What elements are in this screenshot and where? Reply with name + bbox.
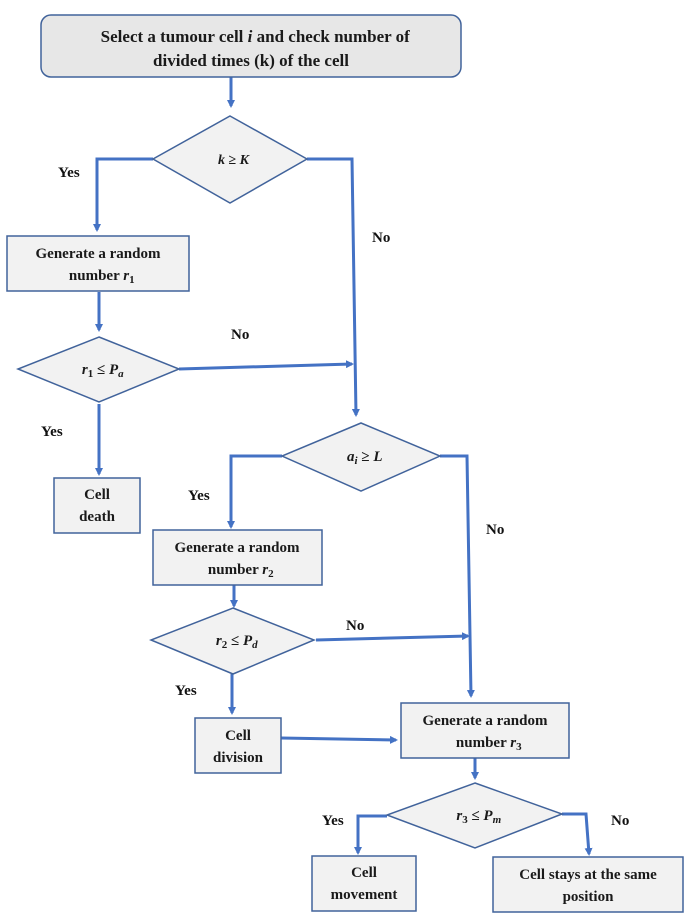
svg-text:r3 ≤ Pm: r3 ≤ Pm <box>430 808 520 827</box>
r3-sub: 3 <box>462 814 468 826</box>
decision-k-node: k ≥ K <box>151 115 309 204</box>
label-r1-no: No <box>231 327 249 343</box>
r1-op: ≤ <box>93 362 109 378</box>
decision-r2-node: r2 ≤ Pd <box>148 607 316 675</box>
r2-rhs: P <box>243 633 253 649</box>
cell-death-line2: death <box>79 509 115 525</box>
edge-a-no <box>440 454 475 698</box>
gen-r1-sub: 1 <box>129 274 135 286</box>
r3-op: ≤ <box>468 808 484 824</box>
start-var-i: i <box>248 27 253 46</box>
edge-r1-no <box>178 360 354 371</box>
gen-r3-line2: number <box>456 735 510 751</box>
label-r3-no: No <box>611 813 629 829</box>
start-line1-pre: Select a tumour cell <box>101 27 248 46</box>
label-k-yes: Yes <box>58 165 80 181</box>
edge-k-no <box>307 157 360 417</box>
r2-op: ≤ <box>227 633 243 649</box>
label-k-no: No <box>372 230 390 246</box>
r1-sub: 1 <box>88 368 94 380</box>
label-a-yes: Yes <box>188 488 210 504</box>
k-op: ≥ <box>225 153 240 168</box>
edge-a-yes <box>227 454 282 529</box>
gen-r1-line1: Generate a random <box>36 246 161 262</box>
cell-division-line2: division <box>213 750 264 766</box>
cell-movement-line1: Cell <box>351 865 377 881</box>
cell-death-node: Cell death <box>53 477 141 534</box>
k-lhs: k <box>218 153 225 168</box>
gen-r2-line1: Generate a random <box>175 540 300 556</box>
r1-rhs-sub: a <box>118 368 124 380</box>
r2-sub: 2 <box>222 639 228 651</box>
generate-r1-node: Generate a random number r1 <box>6 235 190 292</box>
cell-movement-line2: movement <box>331 887 398 903</box>
generate-r3-node: Generate a random number r3 <box>400 702 570 759</box>
a-var: a <box>347 449 355 465</box>
edge-labels: Yes No No Yes Yes No No Yes Yes No <box>41 165 629 829</box>
svg-text:ai ≥ L: ai ≥ L <box>321 449 401 467</box>
svg-text:k ≥ K: k ≥ K <box>193 153 266 168</box>
gen-r3-sub: 3 <box>516 741 522 753</box>
cell-division-line1: Cell <box>225 728 251 744</box>
gen-r2-var: r <box>262 562 268 578</box>
cell-death-line1: Cell <box>84 487 110 503</box>
label-r3-yes: Yes <box>322 813 344 829</box>
decision-r3-node: r3 ≤ Pm <box>384 782 565 849</box>
r2-var: r <box>216 633 222 649</box>
decision-r1-node: r1 ≤ Pa <box>15 336 181 403</box>
edge-r3-no <box>562 812 593 856</box>
label-a-no: No <box>486 522 504 538</box>
svg-text:Select a tumour cell i and che: Select a tumour cell i and check number … <box>71 27 431 46</box>
cell-stays-line2: position <box>563 889 615 905</box>
svg-text:number r2: number r2 <box>182 562 293 581</box>
label-r2-yes: Yes <box>175 683 197 699</box>
r2-rhs-sub: d <box>252 639 258 651</box>
edge-k-yes <box>93 157 153 232</box>
a-sub: i <box>355 455 359 467</box>
r3-rhs-sub: m <box>493 814 502 826</box>
gen-r2-line2: number <box>208 562 262 578</box>
start-line1-post: and check number of <box>252 27 410 46</box>
r1-var: r <box>82 362 88 378</box>
r3-var: r <box>456 808 462 824</box>
label-r1-yes: Yes <box>41 424 63 440</box>
k-rhs: K <box>239 153 251 168</box>
cell-division-node: Cell division <box>194 717 282 774</box>
cell-movement-node: Cell movement <box>311 855 417 912</box>
a-op: ≥ <box>358 449 374 465</box>
start-line2: divided times (k) of the cell <box>153 51 349 70</box>
r1-rhs: P <box>109 362 119 378</box>
decision-a-node: ai ≥ L <box>280 422 442 492</box>
cell-stays-node: Cell stays at the same position <box>492 856 684 913</box>
gen-r3-var: r <box>510 735 516 751</box>
gen-r1-var: r <box>123 268 129 284</box>
gen-r3-line1: Generate a random <box>423 713 548 729</box>
edge-division-to-r3 <box>280 735 398 744</box>
generate-r2-node: Generate a random number r2 <box>152 529 323 586</box>
edge-r2-no <box>315 632 470 642</box>
svg-text:number r3: number r3 <box>430 735 541 754</box>
edge-r3-yes <box>354 814 387 855</box>
gen-r1-line2: number <box>69 268 123 284</box>
r3-rhs: P <box>483 808 493 824</box>
start-node: Select a tumour cell i and check number … <box>40 14 462 78</box>
a-rhs: L <box>372 449 382 465</box>
svg-text:r1 ≤ Pa: r1 ≤ Pa <box>56 362 143 381</box>
cell-stays-line1: Cell stays at the same <box>519 867 657 883</box>
label-r2-no: No <box>346 618 364 634</box>
svg-text:r2 ≤ Pd: r2 ≤ Pd <box>190 633 277 652</box>
connectors <box>93 77 593 856</box>
svg-text:number r1: number r1 <box>43 268 154 287</box>
gen-r2-sub: 2 <box>268 568 274 580</box>
